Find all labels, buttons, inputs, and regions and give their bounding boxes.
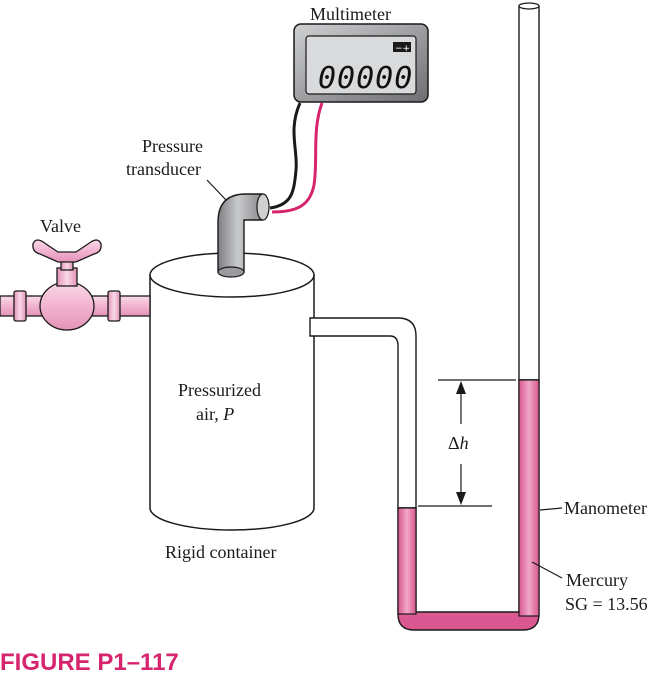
valve-handle [32, 239, 102, 263]
manometer-leader [539, 507, 563, 511]
battery-symbol: −+ [395, 44, 410, 54]
delta-h-label: Δh [448, 433, 469, 453]
rigid-container-label: Rigid container [165, 542, 276, 562]
rigid-container: Pressurized air, P Rigid container [149, 252, 315, 562]
mercury-left-leg [397, 507, 417, 615]
multimeter-label: Multimeter [310, 4, 391, 24]
mercury-right-leg [518, 379, 540, 617]
container-body [149, 274, 315, 531]
battery-icon [393, 42, 411, 52]
transducer-base [217, 266, 245, 278]
mercury-label: Mercury [566, 570, 628, 590]
transducer-port [256, 193, 270, 221]
arrowhead-down [456, 492, 466, 505]
pipe-fitting-left [13, 290, 27, 322]
pressure-label: Pressure [142, 136, 203, 156]
valve-body [39, 281, 95, 331]
red-wire [271, 102, 324, 214]
manometer-tube-top [518, 2, 540, 10]
multimeter-display [305, 35, 417, 95]
multimeter-reading: 00000 [318, 61, 413, 96]
valve-assembly: Valve [0, 216, 151, 331]
pressure-transducer: Pressure transducer [126, 136, 270, 278]
transducer-leader [206, 179, 227, 201]
specific-gravity-label: SG = 13.56 [565, 594, 648, 614]
mercury-column [397, 379, 540, 631]
arrowhead-up [456, 381, 466, 394]
black-wire [269, 102, 302, 210]
pipe-fitting-right [107, 290, 121, 322]
valve-label: Valve [40, 216, 81, 236]
pressurized-air-label-2: air, P [196, 404, 234, 424]
connecting-tube [309, 317, 417, 509]
manometer: Δh Manometer Mercury SG = 13.56 [397, 2, 648, 631]
transducer-label: transducer [126, 159, 201, 179]
pressurized-air-label-1: Pressurized [178, 380, 261, 400]
multimeter: Multimeter −+ 00000 [293, 4, 429, 103]
manometer-right-tube [518, 5, 540, 381]
manometer-label: Manometer [564, 498, 647, 518]
valve-bonnet [56, 267, 78, 287]
mercury-leader [531, 561, 563, 579]
figure-caption: FIGURE P1–117 [0, 649, 179, 676]
